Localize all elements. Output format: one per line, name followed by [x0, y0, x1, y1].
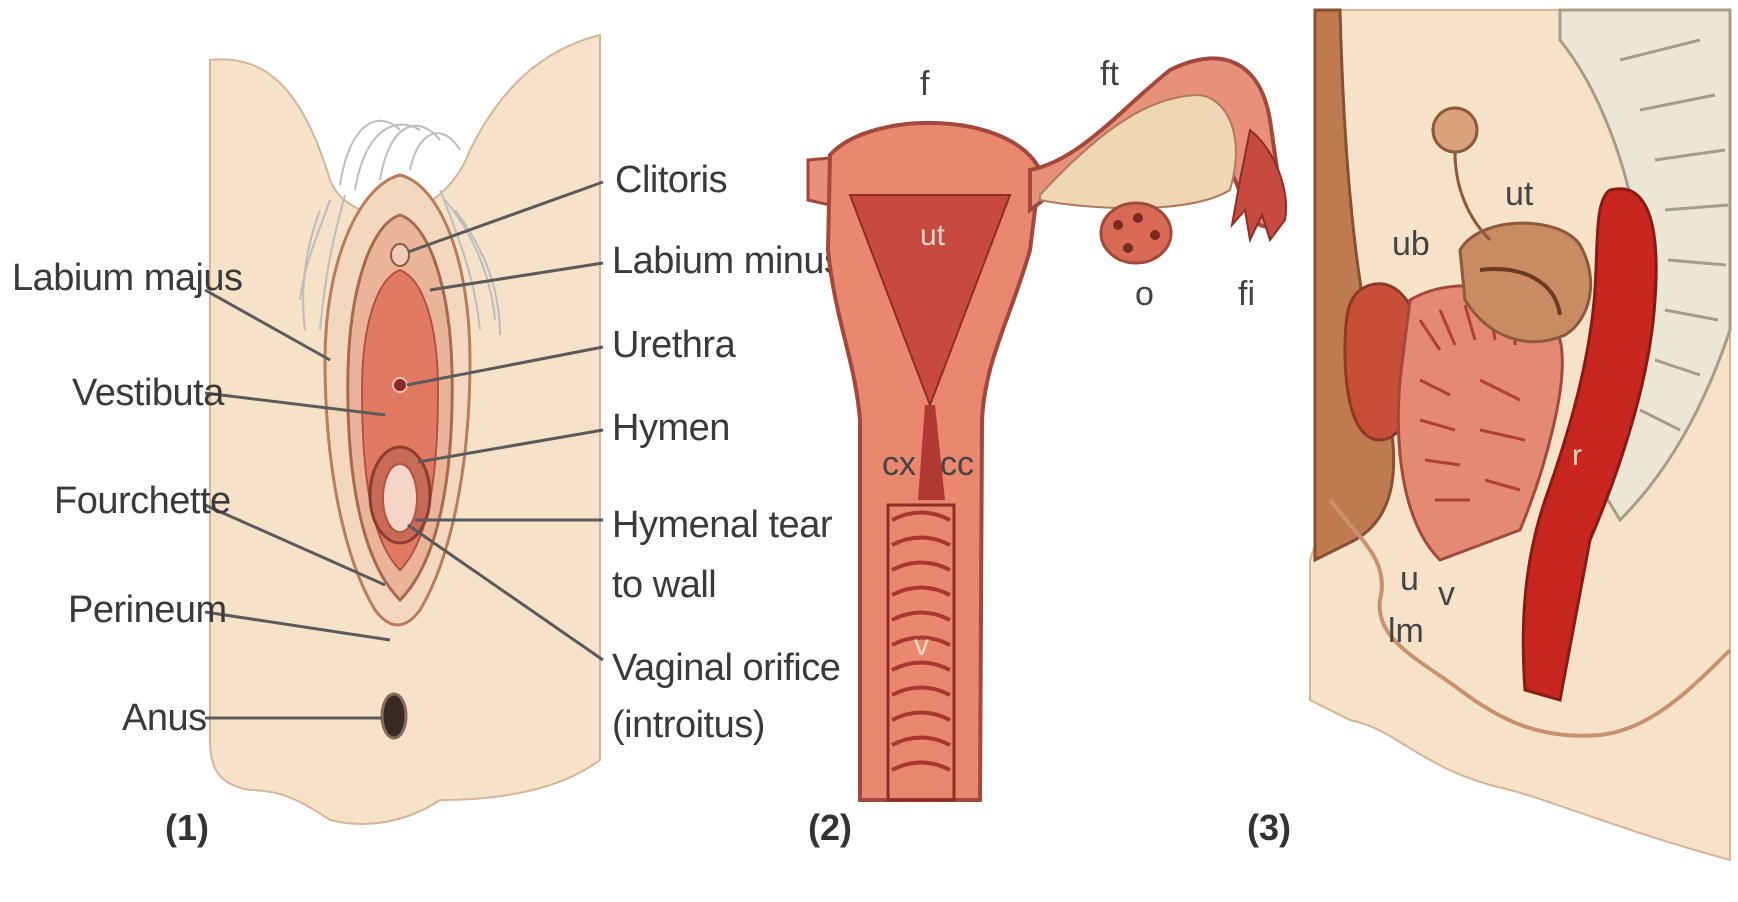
- label-u: u: [1400, 560, 1419, 598]
- panel-3-sagittal-section: ub ut r u v lm (3): [1247, 10, 1730, 860]
- label-labium-majus: Labium majus: [12, 257, 243, 299]
- label-urethra: Urethra: [612, 324, 737, 366]
- label-labium-minus: Labium minus: [612, 240, 843, 282]
- label-ub: ub: [1392, 225, 1430, 263]
- label-clitoris: Clitoris: [615, 159, 727, 201]
- label-ut-uterus: ut: [920, 219, 946, 252]
- clitoris-shape: [391, 244, 409, 266]
- panel-2-uterus-section: f ft ut o fi cx cc v (2): [808, 55, 1286, 848]
- ovary-shape: [1101, 203, 1171, 263]
- label-hymen: Hymen: [612, 407, 730, 449]
- label-f: f: [920, 65, 930, 103]
- label-cc: cc: [940, 445, 974, 483]
- label-ft: ft: [1100, 55, 1119, 93]
- panel-number-3: (3): [1247, 807, 1291, 848]
- left-tube-stub: [808, 158, 830, 205]
- label-perineum: Perineum: [68, 589, 227, 631]
- label-vaginal-orifice-line2: (introitus): [612, 704, 765, 746]
- label-fi: fi: [1238, 275, 1255, 313]
- ovary-small: [1433, 108, 1477, 152]
- label-anus: Anus: [122, 697, 207, 739]
- label-vestibuta: Vestibuta: [72, 372, 225, 414]
- label-o: o: [1135, 275, 1154, 313]
- label-hymenal-tear-line2: to wall: [612, 564, 716, 606]
- panel-number-1: (1): [165, 807, 209, 848]
- label-hymenal-tear-line1: Hymenal tear: [612, 504, 833, 546]
- label-fourchette: Fourchette: [54, 480, 231, 522]
- panel-number-2: (2): [808, 807, 852, 848]
- label-vaginal-orifice-line1: Vaginal orifice: [612, 647, 840, 689]
- urethra-opening: [393, 378, 407, 392]
- label-lm: lm: [1388, 612, 1424, 650]
- label-v-vagina: v: [914, 629, 929, 662]
- label-r: r: [1572, 439, 1582, 472]
- label-ut: ut: [1505, 175, 1534, 213]
- panel-1-external-view: Labium majus Vestibuta Fourchette Perine…: [12, 35, 843, 848]
- vaginal-orifice-shape: [383, 464, 417, 532]
- label-cx: cx: [882, 445, 916, 483]
- label-v: v: [1438, 575, 1455, 613]
- anus-shape: [382, 694, 406, 738]
